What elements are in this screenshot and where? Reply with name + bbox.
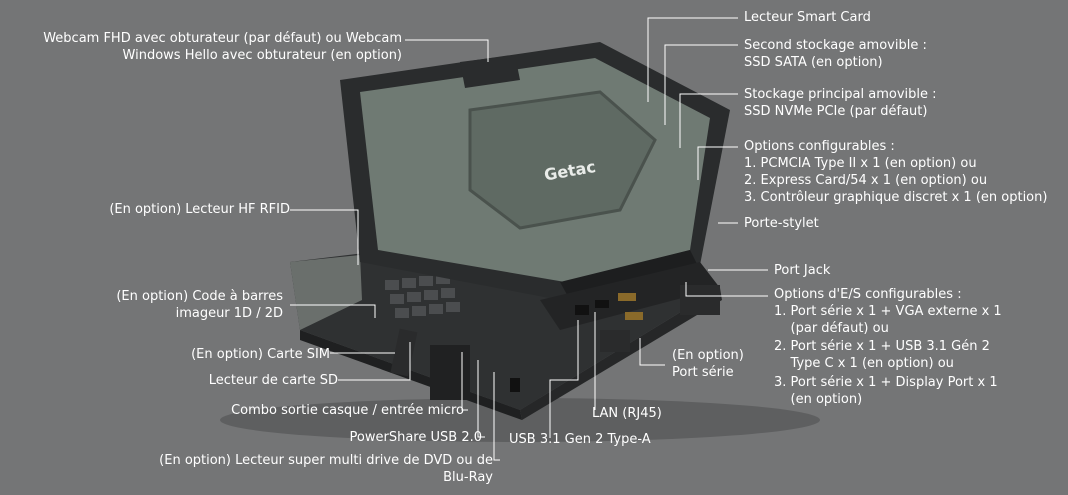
label-io-option-1: 1. Port série x 1 + VGA externe x 1 (par… [774,304,1002,336]
label-smartcard: Lecteur Smart Card [744,10,871,25]
label-lan: LAN (RJ45) [592,406,662,421]
label-serial: (En option) Port série [672,348,744,380]
label-audio: Combo sortie casque / entrée micro [231,403,464,418]
label-jack: Port Jack [774,263,831,278]
label-config-options: Options configurables : 1. PCMCIA Type I… [744,139,1048,205]
leader-lines [290,17,768,461]
webcam-housing [460,55,520,88]
label-io-option-3: 3. Port série x 1 + Display Port x 1 (en… [774,375,998,407]
label-powershare: PowerShare USB 2.0 [349,430,482,445]
serial-port [618,293,636,301]
base-bumper-left [290,255,362,330]
lid-emboss [468,90,657,230]
label-stylus: Porte-stylet [744,216,819,231]
label-usb31: USB 3.1 Gen 2 Type-A [509,432,651,447]
dvd-tray [430,345,470,400]
lock-slot [510,378,520,392]
base-side-edge [520,288,722,420]
label-sim: (En option) Carte SIM [191,347,330,362]
label-dvd: (En option) Lecteur super multi drive de… [159,453,493,485]
keyboard-keys [385,274,460,318]
label-webcam: Webcam FHD avec obturateur (par défaut) … [43,31,402,63]
label-sd: Lecteur de carte SD [208,373,338,388]
label-io-title: Options d'E/S configurables : [774,287,962,302]
label-main-storage: Stockage principal amovible : SSD NVMe P… [744,87,937,119]
serial-port-2 [625,312,643,320]
usb-port [595,300,609,308]
label-io-option-2: 2. Port série x 1 + USB 3.1 Gén 2 Type C… [774,339,990,371]
label-second-storage: Second stockage amovible : SSD SATA (en … [744,38,927,70]
label-rfid: (En option) Lecteur HF RFID [109,202,290,217]
sim-door [390,328,418,377]
io-door [680,285,720,315]
serial-door [600,330,630,352]
lan-port [575,305,589,315]
ground-shadow [220,398,820,442]
label-barcode: (En option) Code à barres imageur 1D / 2… [116,289,283,321]
